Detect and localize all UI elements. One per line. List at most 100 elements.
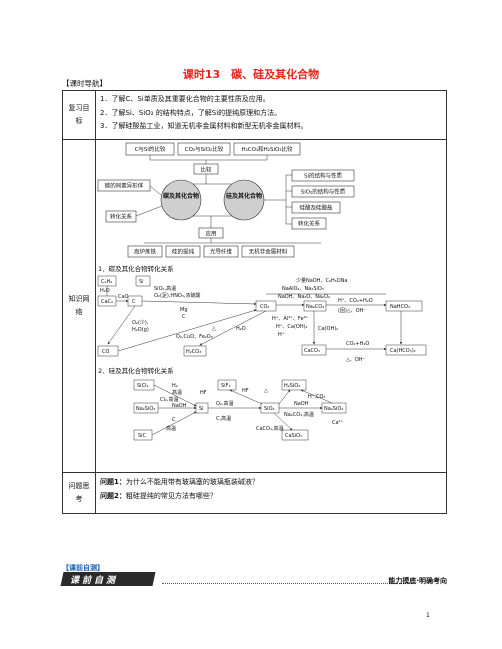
silicon-label: Cl₂,高温 <box>160 396 178 403</box>
carbon-label: H⁺ <box>278 332 285 338</box>
carbon-label: H⁺、Al³⁺、Fe³⁺ <box>272 316 309 322</box>
carbon-label: (固)△、OH⁻ <box>338 308 366 314</box>
question-item: 问题1：为什么不能用带有玻璃塞的玻璃瓶装碱液？ <box>100 475 442 489</box>
lesson-table: 复习目标 1．了解C、Si单质及其重要化合物的主要性质及应用。 2．了解Si、S… <box>62 90 447 514</box>
goal-item: 3．了解硅酸盐工业，知道无机非金属材料和新型无机非金属材料。 <box>100 122 308 130</box>
question-text: 为什么不能用带有玻璃塞的玻璃瓶装碱液？ <box>125 478 259 486</box>
silicon-node: Na₂SiO₃ <box>136 406 155 412</box>
carbon-label: Mg <box>180 307 188 313</box>
question-item: 问题2：粗硅提纯的常见方法有哪些？ <box>100 489 442 503</box>
mindmap: C与Si的比较 CO₂与SiO₂比较 H₂CO₃和H₂SiO₃比较 比较 碳及其… <box>97 142 355 258</box>
carbon-label: SiO₂,高温 <box>154 285 176 292</box>
network-diagram: C与Si的比较 CO₂与SiO₂比较 H₂CO₃和H₂SiO₃比较 比较 碳及其… <box>97 142 427 441</box>
silicon-label: NaOH <box>172 403 187 409</box>
silicon-diagram <box>133 379 347 441</box>
mind-top-box <box>177 142 231 156</box>
silicon-label: CaCO₃,高温 <box>256 425 284 432</box>
carbon-node: NaHCO₃ <box>390 304 410 310</box>
question-tag: 问题2： <box>100 492 126 500</box>
mind-bottom-item: 无机非金属材料 <box>249 248 288 256</box>
silicon-hub <box>223 179 265 221</box>
silicon-label: O₂,高温 <box>216 400 234 407</box>
carbon-label: △ <box>212 326 216 332</box>
carbon-label: NaAlO₂、Na₂SiO₃ <box>282 286 324 292</box>
silicon-node: SiC <box>138 433 147 439</box>
carbon-label: O₂(足),HNO₃,浓硫酸 <box>154 292 200 299</box>
mind-top: H₂CO₃和H₂SiO₃比较 <box>241 145 293 153</box>
carbon-node: CO₂ <box>260 304 269 310</box>
mind-right-item: Si的结构与性质 <box>304 172 343 180</box>
carbon-hub <box>160 179 202 221</box>
carbon-label: H⁺、CO₂+H₂O <box>338 298 373 304</box>
silicon-label: △ <box>264 388 268 394</box>
silicon-node: H₂SiO₃ <box>284 383 300 389</box>
questions-cell: 问题1：为什么不能用带有玻璃塞的玻璃瓶装碱液？ 问题2：粗硅提纯的常见方法有哪些… <box>95 472 447 514</box>
silicon-node: SiO₂ <box>264 406 275 412</box>
network-cell: C与Si的比较 CO₂与SiO₂比较 H₂CO₃和H₂SiO₃比较 比较 碳及其… <box>95 139 447 473</box>
guide-label: 【课时导航】 <box>62 79 107 88</box>
silicon-label: HF <box>200 390 207 396</box>
carbon-node: Na₂CO₃ <box>306 304 324 310</box>
carbon-node: CaC₂ <box>101 299 113 305</box>
carbon-label: Ca(OH)₂ <box>318 326 338 332</box>
silicon-label: HF <box>242 388 249 394</box>
mind-right-item: 转化关系 <box>298 220 321 228</box>
mind-right-item: 硅酸及硅酸盐 <box>299 204 333 212</box>
silicon-label: 高温 <box>172 389 182 396</box>
carbon-node: CaCO₃ <box>304 348 320 354</box>
carbon-node: H₂O <box>100 288 110 294</box>
section1-title: 1．碳及其化合物转化关系 <box>98 264 174 273</box>
network-row: 知识网络 C与Si的比较 CO₂与SiO₂比较 H₂CO₃和H₂SiO₃比较 <box>62 139 447 473</box>
questions-label: 问题思考 <box>62 472 96 514</box>
mind-bottom-item: 光导纤维 <box>210 248 233 256</box>
carbon-label: H₂O(g) <box>132 327 149 333</box>
questions-row: 问题思考 问题1：为什么不能用带有玻璃塞的玻璃瓶装碱液？ 问题2：粗硅提纯的常见… <box>62 472 447 514</box>
mind-left-center: 碳及其化合物 <box>163 192 199 200</box>
carbon-label: △、OH⁻ <box>346 357 366 363</box>
goal-item: 2．了解Si、SiO₂ 的结构特点，了解Si的提纯原理和方法。 <box>100 108 282 117</box>
silicon-node: Si <box>199 406 204 412</box>
banner-tag: 【课前自测】 <box>62 564 104 572</box>
mind-compare: 比较 <box>200 166 212 174</box>
silicon-node: CaSiO₃ <box>285 433 302 439</box>
carbon-label: O₂,CuO、Fe₂O₃ <box>176 334 213 340</box>
carbon-diagram <box>97 275 427 357</box>
pretest-banner: 【课前自测】 课前自测 能力摸底·明确考向 <box>60 563 447 587</box>
banner-right: 能力摸底·明确考向 <box>388 577 447 585</box>
lesson-title: 课时13 碳、硅及其化合物 <box>182 68 320 81</box>
mind-bottom-item: 高炉炼铁 <box>134 248 157 256</box>
carbon-node: Si <box>139 279 144 285</box>
silicon-label: Ca²⁺ <box>332 420 344 426</box>
mind-left-item: 转化关系 <box>110 213 133 221</box>
mind-top: C与Si的比较 <box>135 145 166 153</box>
page-number: 1 <box>426 612 430 619</box>
section2-title: 2．硅及其化合物转化关系 <box>98 366 174 375</box>
carbon-label: C <box>182 314 186 320</box>
carbon-node: CaO <box>118 294 129 300</box>
silicon-label: NaOH <box>294 401 309 407</box>
carbon-label: CO₂+H₂O <box>346 341 369 347</box>
carbon-label: NaOH、Na₂O、Na₂O₂ <box>278 294 330 300</box>
question-text: 粗硅提纯的常见方法有哪些？ <box>125 492 217 500</box>
silicon-label: Na₂CO₃,高温 <box>284 411 314 418</box>
mind-right-item: SiO₂的结构与性质 <box>301 188 346 196</box>
mind-left-item: 碳的同素异形体 <box>105 182 144 190</box>
carbon-node: C <box>132 299 136 305</box>
silicon-label: C <box>172 417 176 423</box>
silicon-node: Na₂SiO₃ <box>324 406 343 412</box>
silicon-label: H₂ <box>172 383 178 389</box>
carbon-label: 少量NaOH、C₆H₅ONa <box>296 277 348 284</box>
mind-top: CO₂与SiO₂比较 <box>185 145 224 153</box>
banner-divider <box>162 583 412 584</box>
silicon-node: SiCl₄ <box>137 383 148 389</box>
silicon-label: C,高温 <box>216 415 231 422</box>
carbon-node: Ca(HCO₃)₂ <box>390 348 416 354</box>
question-tag: 问题1： <box>100 478 126 486</box>
review-goals: 1．了解C、Si单质及其重要化合物的主要性质及应用。 2．了解Si、SiO₂ 的… <box>95 90 447 140</box>
review-label: 复习目标 <box>62 90 96 140</box>
network-label: 知识网络 <box>62 139 96 473</box>
silicon-label: H⁺,CO₂ <box>308 394 325 400</box>
mind-bottom-item: 硅的提纯 <box>172 248 195 256</box>
mind-right-center: 硅及其化合物 <box>226 192 262 200</box>
carbon-label: O₂(少), <box>132 320 149 326</box>
